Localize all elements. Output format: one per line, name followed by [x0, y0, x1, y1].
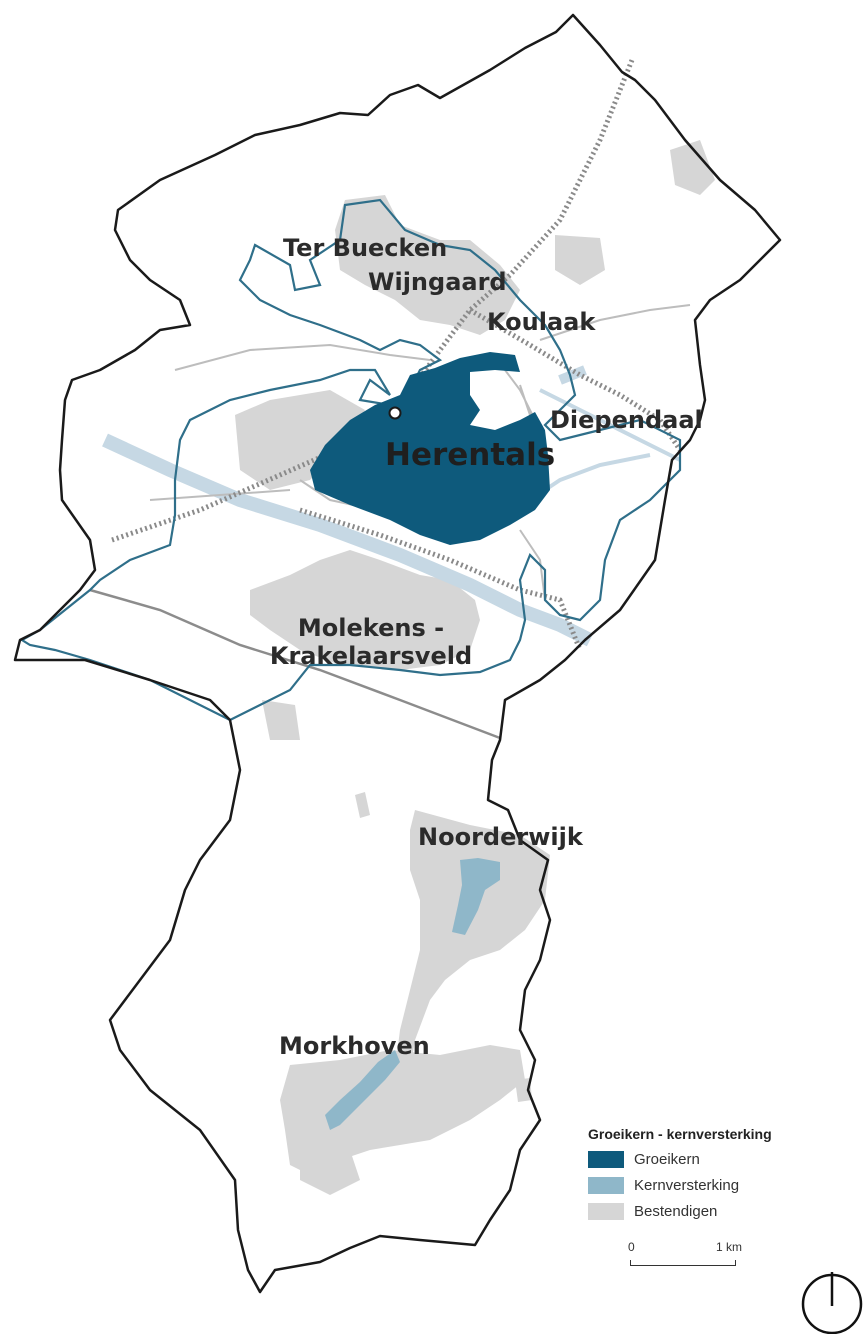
bestendigen-zones — [235, 140, 715, 1195]
label-wijngaard: Wijngaard — [368, 268, 507, 296]
canal — [102, 433, 594, 647]
kern-noorderwijk — [452, 858, 500, 935]
road-ne — [539, 304, 691, 341]
road-nw — [174, 343, 431, 371]
legend-label-groeikern: Groeikern — [634, 1150, 700, 1168]
zone-small-1 — [355, 792, 370, 818]
legend-swatch-groeikern — [588, 1150, 624, 1168]
kernversterking-zones — [325, 858, 500, 1130]
zone-krakelaarsveld-south — [262, 700, 300, 740]
legend-item-groeikern: Groeikern — [588, 1148, 838, 1170]
zone-morkhoven — [280, 1045, 525, 1175]
legend-item-kernversterking: Kernversterking — [588, 1174, 838, 1196]
zone-noorderwijk — [395, 810, 550, 1085]
zone-koulaak — [555, 235, 605, 285]
railway-east — [468, 307, 683, 452]
herentals-station-marker — [388, 406, 402, 420]
legend-swatch-bestendigen — [588, 1202, 624, 1220]
zone-small-2 — [515, 1078, 532, 1102]
waterways — [102, 365, 681, 647]
legend-title: Groeikern - kernversterking — [588, 1126, 772, 1142]
label-noorderwijk: Noorderwijk — [418, 823, 583, 851]
kern-morkhoven — [325, 1050, 400, 1130]
zone-ter-buecken — [335, 195, 520, 335]
label-molekens-line2: Krakelaarsveld — [269, 642, 473, 670]
groeikern-herentals — [310, 352, 550, 545]
municipality-boundary — [13, 13, 782, 1294]
road-west-ring — [149, 489, 291, 501]
pond-east — [558, 365, 587, 385]
cluster-outline — [19, 198, 682, 722]
zone-morkhoven-south — [300, 1150, 360, 1195]
scale-bar: 0 1 km — [628, 1240, 742, 1270]
motorway — [89, 588, 501, 740]
label-ter-buecken: Ter Buecken — [283, 234, 448, 262]
label-koulaak: Koulaak — [487, 308, 596, 336]
road-south — [519, 529, 546, 601]
railway-west — [111, 59, 635, 543]
zone-molekens — [250, 550, 480, 670]
zone-northeast — [670, 140, 715, 195]
label-diependaal: Diependaal — [550, 406, 703, 434]
legend-item-bestendigen: Bestendigen — [588, 1200, 838, 1222]
label-morkhoven: Morkhoven — [279, 1032, 430, 1060]
label-molekens: Molekens - Krakelaarsveld — [266, 616, 476, 668]
scale-start-label: 0 — [628, 1240, 635, 1254]
north-arrow-icon — [801, 1272, 863, 1334]
railway-south — [299, 507, 583, 651]
legend-label-bestendigen: Bestendigen — [634, 1202, 718, 1220]
map-legend: Groeikern - kernversterking Groeikern Ke… — [588, 1126, 838, 1226]
legend-label-kernversterking: Kernversterking — [634, 1176, 740, 1194]
scale-bar-line — [630, 1260, 736, 1266]
scale-end-label: 1 km — [715, 1240, 742, 1254]
label-herentals: Herentals — [385, 437, 556, 473]
legend-swatch-kernversterking — [588, 1176, 624, 1194]
label-molekens-line1: Molekens - — [297, 614, 445, 642]
zone-west — [235, 390, 365, 490]
